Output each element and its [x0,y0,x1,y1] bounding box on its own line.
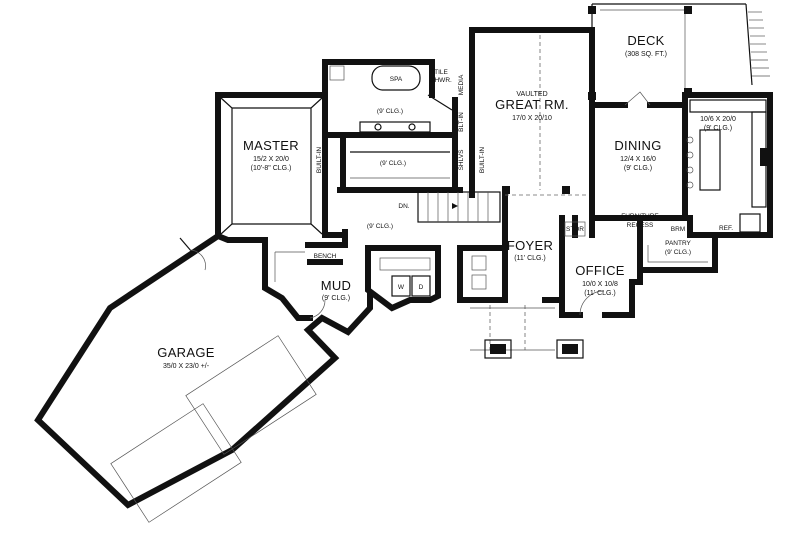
hall-walls [262,192,508,321]
stair [417,191,501,223]
room-labels: DECK (308 SQ. FT.) VAULTED GREAT RM. 17/… [157,33,736,370]
pantry-clg: (9' CLG.) [665,249,691,256]
mud-clg: (9' CLG.) [322,295,350,302]
furniture-recess-label-bot: RECESS [627,222,654,229]
great-room-walls [469,27,595,215]
dryer-label: D [419,284,424,291]
foyer-clg: (11' CLG.) [514,255,546,262]
dining-name: DINING [614,138,661,153]
built-in-label-great: BLT-IN [458,112,465,132]
kitchen-dim: 10/6 X 20/0 [700,116,736,123]
broom-closet-label: BRM [671,226,685,233]
annotations: SPA TILE SHWR. MEDIA BLT-IN (9' CLG.) (9… [314,69,734,291]
master-walls [215,92,328,239]
deck-outline [588,3,770,104]
foyer-name: FOYER [507,238,553,253]
dining-clg: (9' CLG.) [624,165,652,172]
furniture-recess-label-top: FURNITURE [621,213,659,220]
refrigerator-label: REF. [719,225,733,232]
media-label: MEDIA [458,74,465,95]
deck-detail: (308 SQ. FT.) [625,51,667,58]
office-clg: (11' CLG.) [584,290,616,297]
mud-name: MUD [321,278,352,293]
great-room-dim: 17/0 X 20/10 [512,115,552,122]
master-name: MASTER [243,138,299,153]
washer-label: W [398,284,405,291]
closet-ceiling-label: (9' CLG.) [380,160,406,167]
stair-down-label: DN. [398,203,409,210]
hall-ceiling-label: (9' CLG.) [367,223,393,230]
kitchen-clg: (9' CLG.) [704,125,732,132]
pantry-name: PANTRY [665,240,691,247]
tile-shower-label-bot: SHWR. [430,77,452,84]
great-room-name: GREAT RM. [495,97,569,112]
built-in-label-closet: BUILT-IN [479,147,486,174]
master-bath-walls [322,27,475,198]
bath-ceiling-label: (9' CLG.) [377,108,403,115]
built-in-label-master: BUILT-IN [316,147,323,174]
spa-label: SPA [390,76,403,83]
tile-shower-label-top: TILE [434,69,448,76]
foyer-walls [470,245,584,359]
garage-name: GARAGE [157,345,214,360]
office-name: OFFICE [575,263,624,278]
office-walls [559,215,643,318]
bench-label: BENCH [314,253,337,260]
master-clg: (10'-8" CLG.) [251,165,292,172]
garage-dim: 35/0 X 23/0 +/- [163,363,210,370]
great-room-sub: VAULTED [516,91,547,98]
deck-name: DECK [627,33,664,48]
pantry-walls [637,215,763,273]
deck-stairs [748,11,770,77]
master-dim: 15/2 X 20/0 [253,156,289,163]
dining-dim: 12/4 X 16/0 [620,156,656,163]
garage-walls [34,231,373,523]
office-dim: 10/0 X 10/8 [582,281,618,288]
storage-label: STOR [566,226,584,233]
dining-kitchen-walls [589,91,773,238]
shelves-label: SHLVS [458,149,465,170]
